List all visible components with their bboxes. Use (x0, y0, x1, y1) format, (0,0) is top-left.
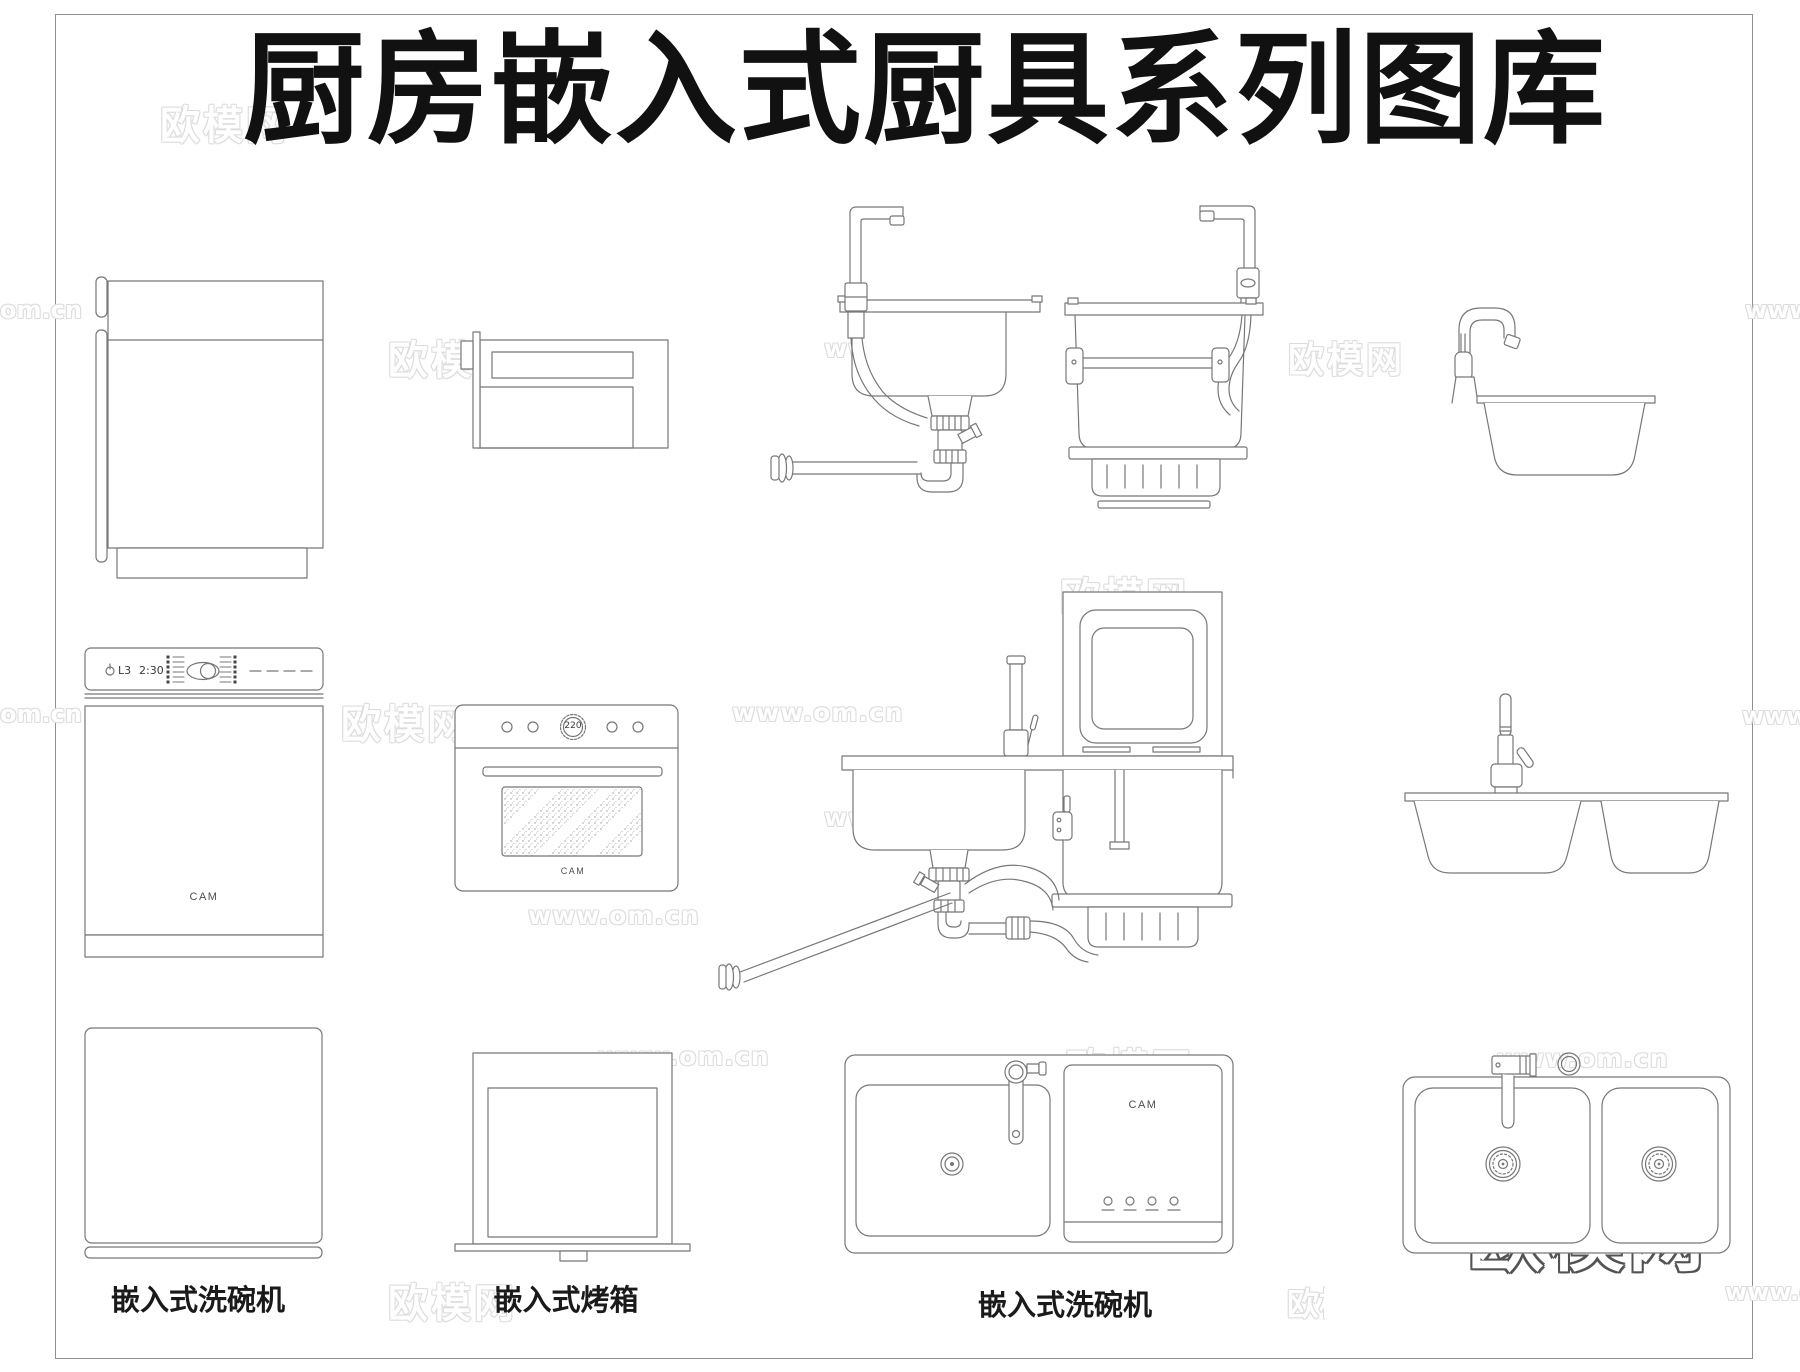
oven-temperature-text: 220 (564, 721, 582, 731)
watermark-site-fragment: om.cn (0, 700, 82, 728)
oven-handle (482, 766, 663, 777)
page-title: 厨房嵌入式厨具系列图库 (243, 19, 1607, 161)
drawing-dishwasher-front-view (84, 647, 324, 958)
countertop (841, 755, 1234, 771)
drawing-sink-plumbing-side-view (770, 206, 1043, 493)
drain-trap (718, 849, 1099, 991)
strainer-icon (1641, 1146, 1677, 1182)
drain-icon (940, 1152, 964, 1176)
sink-basin (1601, 1087, 1719, 1244)
sheet-border (55, 14, 1753, 1359)
under-counter-unit (1051, 769, 1233, 948)
drawing-sink-disposal-assembly (718, 500, 1234, 991)
watermark-site-fragment: om.cn (0, 296, 82, 324)
brand-text: CAM (189, 891, 219, 903)
faucet (844, 206, 905, 339)
oven-handle (460, 340, 474, 370)
caption-dishwasher: 嵌入式洗碗机 (110, 1283, 285, 1317)
drawing-sink-dishwasher-plan-view (844, 1054, 1234, 1254)
sink-basin (855, 1084, 1051, 1237)
program-list-icon (219, 655, 237, 684)
drawing-oven-elevation (454, 1052, 691, 1262)
watermark-brand: 欧模网 (1288, 340, 1406, 381)
door-panel (84, 705, 324, 936)
sink-basin (1483, 402, 1646, 476)
watermark-site: www.om.cn (528, 901, 700, 930)
countertop-unit (1062, 591, 1223, 757)
drawing-double-sink-front-view (1404, 693, 1729, 874)
sink-basin (851, 311, 1007, 397)
gooseneck-faucet (1451, 307, 1521, 404)
program-list-icon (166, 655, 185, 684)
drawing-double-sink-plan-view (1402, 1052, 1731, 1254)
dishwasher-time-text: 2:30 (139, 664, 164, 677)
drawing-dishwasher-side-view (95, 276, 324, 579)
strainer-icon (1485, 1146, 1521, 1182)
faucet (1003, 655, 1039, 757)
watermark-site-fragment: www.o (1745, 296, 1800, 324)
program-knob (186, 661, 220, 681)
faucet-spout (1501, 1073, 1515, 1129)
drawing-disposal-sink-side-view (1064, 205, 1264, 497)
watermark-brand-clipped: 欧模网 (1287, 1285, 1325, 1323)
dishwasher-program-text: L3 (118, 664, 132, 677)
drawing-oven-side-view (460, 331, 669, 449)
sink-rim (1404, 792, 1729, 802)
faucet (1199, 205, 1260, 307)
dishwasher-front (1063, 1064, 1223, 1243)
soap-dispenser-hole (1557, 1052, 1581, 1076)
oven-knob (632, 721, 644, 733)
drain-trap (770, 395, 983, 493)
watermark-site: www.om.cn (732, 698, 904, 727)
watermark-brand: 欧模网 (341, 702, 470, 748)
caption-oven: 嵌入式烤箱 (493, 1283, 639, 1317)
watermark-site-fragment: www.o (1725, 1278, 1800, 1306)
temperature-dial (559, 713, 587, 741)
drawing-oven-front-view (454, 704, 679, 892)
oven-knob (527, 721, 539, 733)
control-panel (84, 647, 324, 691)
oven-knob (606, 721, 618, 733)
faucet-plan (1491, 1053, 1537, 1077)
caption-dishwasher-combo: 嵌入式洗碗机 (977, 1288, 1152, 1322)
lid (1097, 500, 1211, 509)
sink-basin (852, 769, 1026, 851)
watermark-brand: 欧模网 (160, 103, 289, 149)
door-handle (95, 276, 108, 318)
drawing-single-sink-front-view (1451, 307, 1656, 476)
door-handle (95, 329, 108, 563)
oven-knob (501, 721, 513, 733)
brand-text: CAM (1128, 1099, 1158, 1111)
drawing-dishwasher-panel-view (84, 1027, 323, 1259)
faucet (1490, 693, 1534, 799)
faucet (1004, 1060, 1047, 1145)
brand-text: CAM (560, 866, 586, 876)
sink-basin (1413, 800, 1582, 874)
sink-basin (1600, 800, 1720, 874)
watermark-brand: 欧模网 (388, 1281, 517, 1327)
watermark-site-fragment: www.o (1742, 702, 1800, 730)
